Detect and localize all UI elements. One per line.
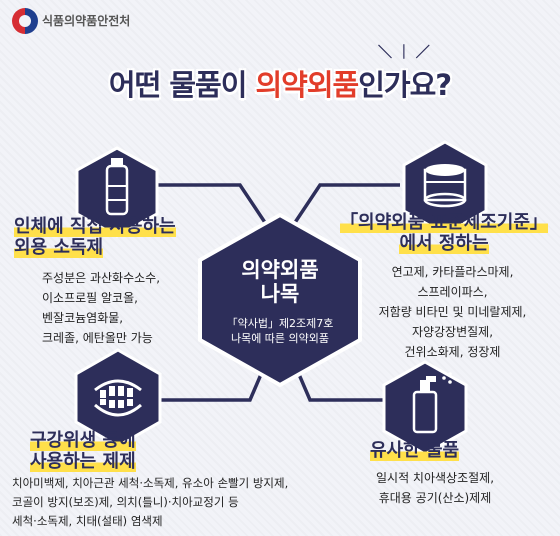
list-item: 치아미백제, 치아근관 세척·소독제, 유소아 손빨기 방지제, — [12, 476, 289, 490]
section-tr-title-line2: 에서 정하는 — [399, 233, 489, 254]
section-br-title: 유사한 물품 — [370, 440, 460, 461]
section-tl-body: 주성분은 과산화수소수, 이소프로필 알코올, 벤잘코늄염화물, 크레졸, 에탄… — [42, 268, 160, 348]
center-title-line1: 의약외품 — [241, 258, 319, 282]
title-highlight: 의약외품 — [255, 68, 359, 102]
section-tl-title-line2: 외용 소독제 — [14, 237, 104, 258]
list-item: 건위소화제, 정장제 — [404, 345, 501, 359]
sparkle-icon: ＼ ｜ ／ — [378, 45, 430, 61]
center-subtitle: 「약사법」제2조제7호 나목에 따른 의약외품 — [182, 316, 378, 346]
center-subtitle-line2: 나목에 따른 의약외품 — [230, 332, 330, 345]
list-item: 크레졸, 에탄올만 가능 — [42, 331, 153, 345]
section-tl-title-line1: 인체에 직접 사용하는 — [14, 216, 176, 237]
agency-name: 식품의약품안전처 — [42, 14, 131, 28]
bottle-hexagon-icon — [75, 146, 159, 238]
center-title: 의약외품 나목 — [182, 258, 378, 306]
section-tr-title-line1: 「의약외품 표준제조기준」 — [340, 212, 548, 233]
list-item: 세척·소독제, 치태(설태) 염색제 — [12, 514, 163, 528]
title-pre: 어떤 물품이 — [108, 68, 256, 102]
section-br-body: 일시적 치아색상조절제, 휴대용 공기(산소)제제 — [350, 468, 520, 508]
government-emblem-icon — [12, 8, 38, 34]
section-br-title-text: 유사한 물품 — [370, 440, 460, 461]
section-bl-body: 치아미백제, 치아근관 세척·소독제, 유소아 손빨기 방지제, 코골이 방지(… — [12, 474, 288, 531]
section-tr-body: 연고제, 카타플라스마제, 스프레이파스, 저함량 비타민 및 미네랄제제, 자… — [355, 262, 550, 362]
center-hexagon — [198, 212, 362, 388]
list-item: 저함량 비타민 및 미네랄제제, — [378, 305, 527, 319]
list-item: 벤잘코늄염화물, — [42, 311, 124, 325]
section-bl-title-line1: 구강위생 등에 — [30, 430, 136, 451]
page-title: 어떤 물품이 의약외품인가요? — [0, 62, 560, 104]
section-bl-title: 구강위생 등에 사용하는 제제 — [30, 430, 136, 472]
list-item: 연고제, 카타플라스마제, — [391, 265, 514, 279]
list-item: 주성분은 과산화수소수, — [42, 271, 161, 285]
center-subtitle-line1: 「약사법」제2조제7호 — [226, 317, 334, 330]
title-post: 인가요? — [358, 68, 452, 102]
list-item: 일시적 치아색상조절제, — [375, 471, 495, 485]
list-item: 자양강장변질제, — [411, 325, 494, 339]
section-bl-title-line2: 사용하는 제제 — [30, 451, 136, 472]
list-item: 휴대용 공기(산소)제제 — [378, 491, 492, 505]
list-item: 스프레이파스, — [417, 285, 488, 299]
list-item: 코골이 방지(보조)제, 의치(틀니)·치아교정기 등 — [12, 495, 239, 509]
section-tr-title: 「의약외품 표준제조기준」 에서 정하는 — [338, 212, 550, 254]
center-title-line2: 나목 — [260, 282, 300, 306]
list-item: 이소프로필 알코올, — [42, 291, 138, 305]
section-tl-title: 인체에 직접 사용하는 외용 소독제 — [14, 216, 176, 258]
